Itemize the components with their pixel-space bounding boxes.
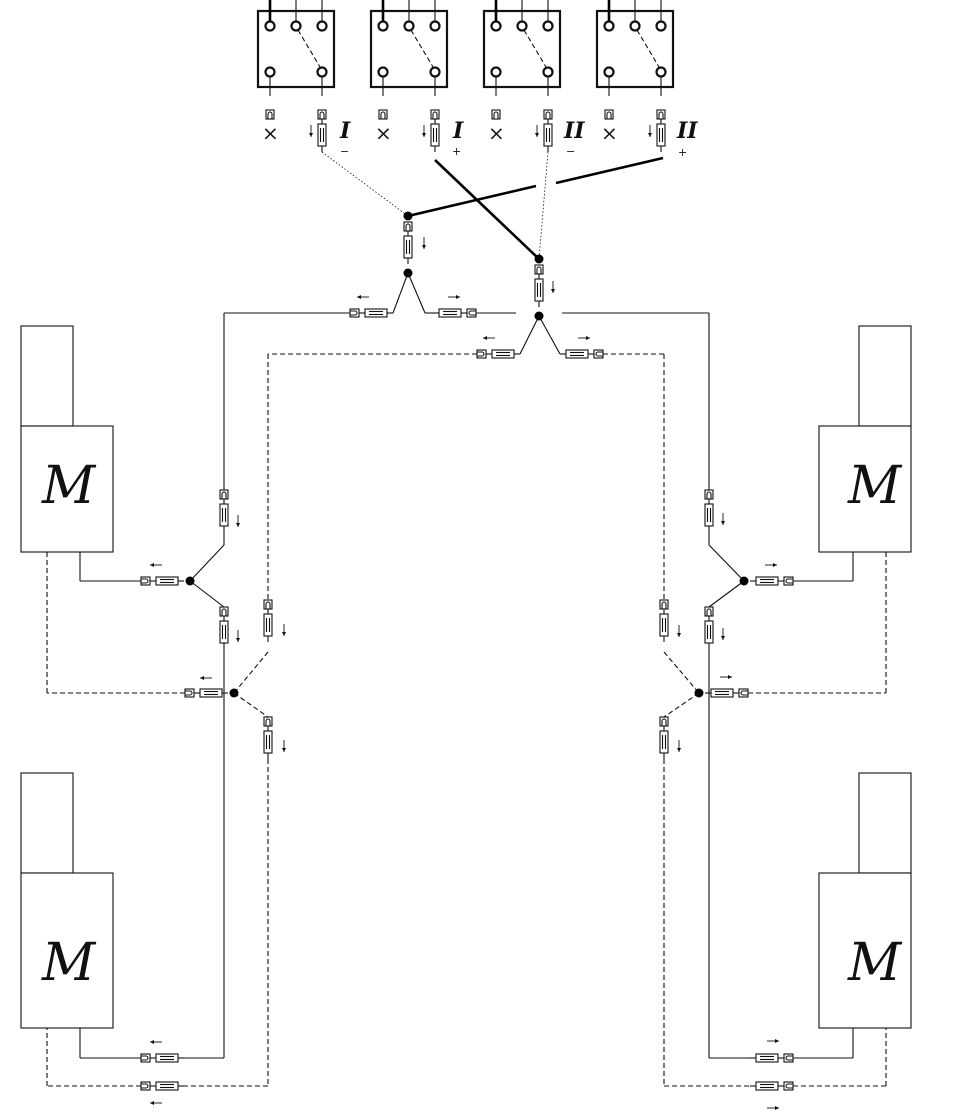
polarity-4: + bbox=[678, 146, 687, 159]
circuit-label-1: I bbox=[339, 118, 351, 144]
motor-front-right: M bbox=[818, 325, 912, 553]
right-harness bbox=[659, 313, 887, 1111]
unused-pole-mark-1: × bbox=[262, 121, 279, 145]
motor-label-front-right: M bbox=[847, 456, 903, 516]
polarity-3: − bbox=[566, 145, 575, 158]
circuit-label-2: I bbox=[452, 118, 464, 144]
polarity-1: − bbox=[340, 145, 349, 158]
unused-pole-mark-2: × bbox=[375, 121, 392, 145]
motor-label-front-left: M bbox=[41, 456, 97, 516]
left-harness bbox=[46, 313, 287, 1106]
motor-front-left: M bbox=[20, 325, 114, 553]
motor-rear-left: M bbox=[20, 772, 114, 1029]
circuit-label-4: II bbox=[676, 118, 698, 144]
top-harness bbox=[224, 151, 709, 359]
circuit-label-3: II bbox=[563, 118, 585, 144]
motor-label-rear-left: M bbox=[41, 933, 97, 993]
unused-pole-mark-3: × bbox=[488, 121, 505, 145]
motor-rear-right: M bbox=[818, 772, 912, 1029]
polarity-2: + bbox=[452, 145, 461, 158]
motor-label-rear-right: M bbox=[847, 933, 903, 993]
switch-labels: × × × × I I II II − + − + bbox=[262, 118, 698, 159]
unused-pole-mark-4: × bbox=[601, 121, 618, 145]
